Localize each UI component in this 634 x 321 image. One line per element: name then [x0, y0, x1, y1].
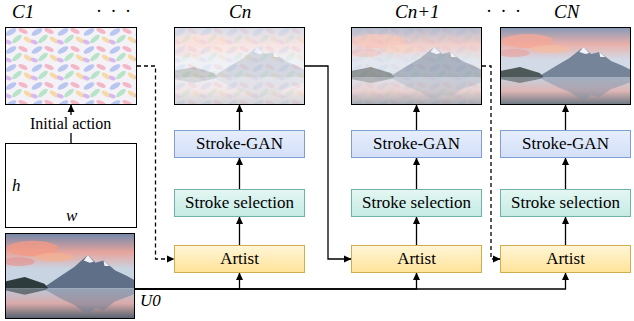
blank-canvas: hw — [5, 143, 137, 228]
arrow-connector — [565, 217, 566, 245]
artist-box: Artist — [500, 245, 631, 273]
arrow-connector — [135, 273, 566, 289]
painting-illustration — [500, 27, 631, 105]
painting-frame: Cn — [174, 27, 305, 105]
dimension-label: w — [66, 207, 77, 226]
dimension-label: h — [12, 177, 21, 196]
stroke-selection-box: Stroke selection — [500, 189, 631, 217]
edge-label: Initial action — [28, 115, 113, 133]
box-label: Artist — [546, 250, 585, 269]
stroke-canvas-illustration — [5, 27, 137, 105]
arrow-connector — [135, 273, 417, 289]
arrow-connector — [565, 105, 566, 130]
arrow-connector — [305, 66, 351, 259]
target-photo-illustration — [5, 233, 135, 319]
arrow-connector — [565, 158, 566, 189]
target-photo: U0 — [5, 233, 135, 319]
dashed-connector — [137, 66, 174, 259]
box-label: Artist — [397, 250, 436, 269]
arrow-connector — [239, 217, 240, 245]
arrow-connector — [416, 105, 417, 130]
painting-frame: C1 — [5, 27, 137, 105]
stroke-gan-box: Stroke-GAN — [351, 130, 482, 158]
artist-box: Artist — [351, 245, 482, 273]
arrow-connector — [239, 158, 240, 189]
stroke-selection-box: Stroke selection — [174, 189, 305, 217]
arrow-connector — [416, 217, 417, 245]
stroke-gan-box: Stroke-GAN — [174, 130, 305, 158]
painting-illustration — [351, 27, 482, 105]
box-label: Stroke-GAN — [373, 135, 460, 154]
box-label: Stroke selection — [511, 194, 620, 213]
painting-illustration — [174, 27, 305, 105]
artist-box: Artist — [174, 245, 305, 273]
canvas-label: Cn+1 — [395, 2, 440, 23]
box-label: Stroke selection — [362, 194, 471, 213]
dashed-connector — [482, 66, 500, 259]
box-label: Stroke-GAN — [522, 135, 609, 154]
arrow-connector — [416, 158, 417, 189]
arrow-connector — [239, 105, 240, 130]
canvas-label: CN — [554, 2, 579, 23]
box-label: Stroke selection — [185, 194, 294, 213]
target-label: U0 — [140, 292, 161, 311]
painting-frame: CN — [500, 27, 631, 105]
ellipsis-mark: · · · — [486, 2, 523, 20]
stroke-selection-box: Stroke selection — [351, 189, 482, 217]
stroke-gan-box: Stroke-GAN — [500, 130, 631, 158]
painting-frame: Cn+1 — [351, 27, 482, 105]
ellipsis-mark: · · · — [96, 2, 133, 20]
box-label: Stroke-GAN — [196, 135, 283, 154]
canvas-label: C1 — [12, 2, 34, 23]
canvas-label: Cn — [229, 2, 251, 23]
box-label: Artist — [220, 250, 259, 269]
arrow-connector — [135, 273, 240, 289]
